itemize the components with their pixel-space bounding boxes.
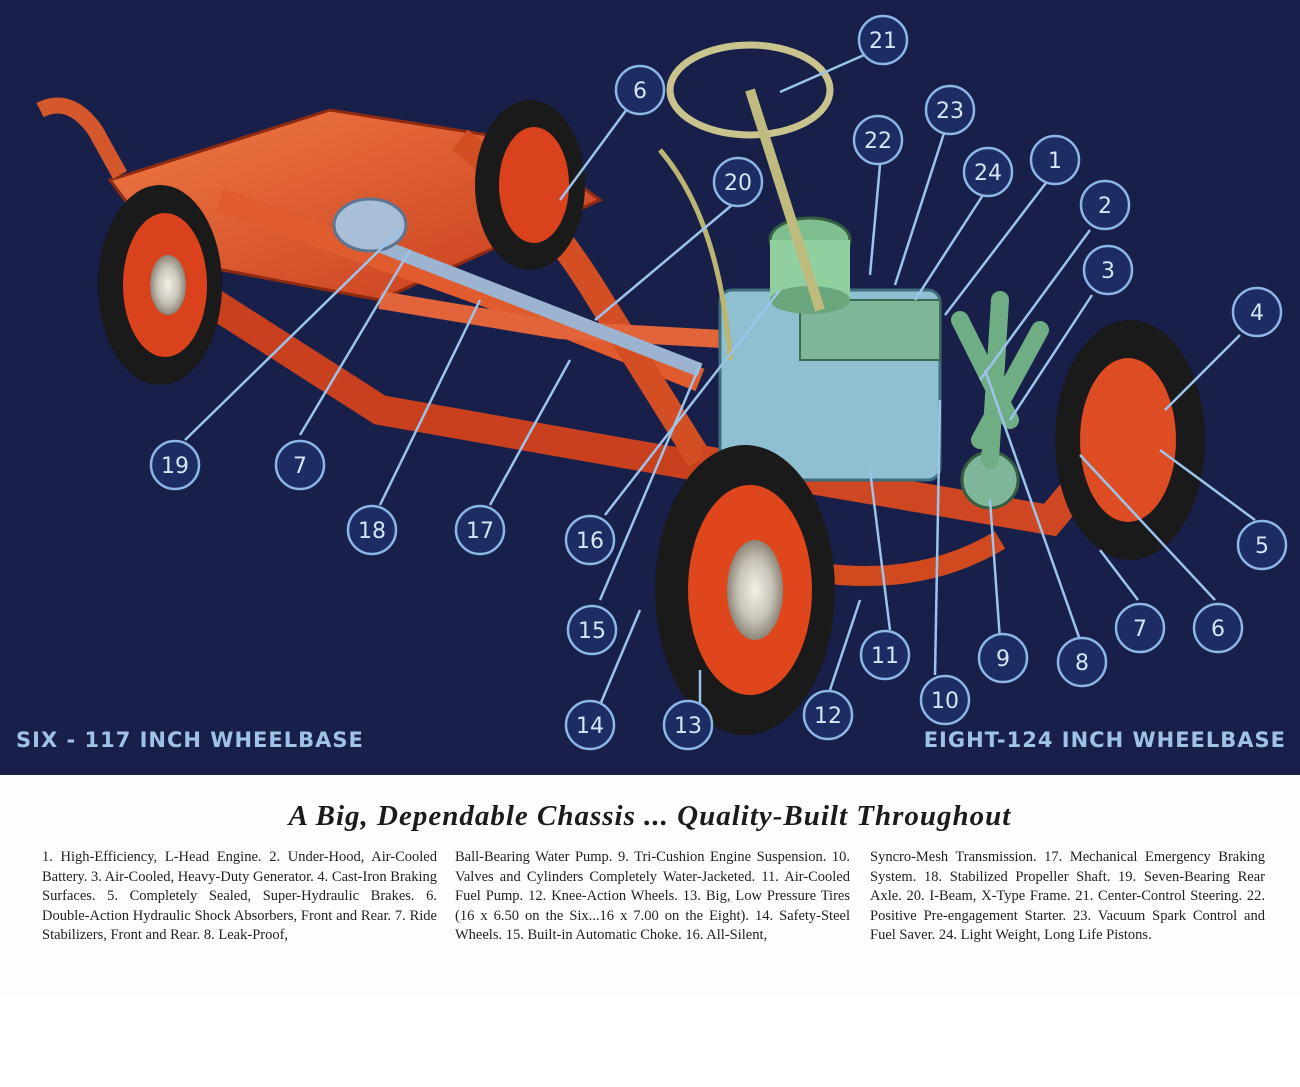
callout-21: 21 bbox=[857, 14, 909, 66]
svg-text:6: 6 bbox=[1211, 617, 1225, 642]
svg-text:5: 5 bbox=[1255, 534, 1269, 559]
callout-10: 10 bbox=[919, 674, 971, 726]
svg-text:8: 8 bbox=[1075, 651, 1089, 676]
caption-column-3: Syncro-Mesh Transmission. 17. Mechanical… bbox=[870, 849, 1265, 944]
callout-23: 23 bbox=[924, 84, 976, 136]
callout-5: 5 bbox=[1236, 519, 1288, 571]
callout-13: 13 bbox=[662, 699, 714, 751]
svg-text:18: 18 bbox=[358, 519, 386, 544]
callout-16: 16 bbox=[564, 514, 616, 566]
callout-19: 19 bbox=[149, 439, 201, 491]
svg-text:17: 17 bbox=[466, 519, 494, 544]
svg-text:10: 10 bbox=[931, 689, 959, 714]
svg-text:9: 9 bbox=[996, 647, 1010, 672]
svg-text:7: 7 bbox=[1133, 617, 1147, 642]
rear-axle-housing bbox=[332, 197, 408, 253]
callout-7: 7 bbox=[274, 439, 326, 491]
callout-24: 24 bbox=[962, 146, 1014, 198]
steering bbox=[658, 41, 834, 361]
rear-right-wheel bbox=[475, 100, 585, 270]
svg-text:20: 20 bbox=[724, 171, 752, 196]
wheelbase-eight-label: EIGHT-124 INCH WHEELBASE bbox=[923, 728, 1286, 752]
caption-headline: A Big, Dependable Chassis ... Quality-Bu… bbox=[288, 800, 1012, 832]
callout-3: 3 bbox=[1082, 244, 1134, 296]
svg-text:12: 12 bbox=[814, 704, 842, 729]
callout-22: 22 bbox=[852, 114, 904, 166]
callout-6: 6 bbox=[614, 64, 666, 116]
svg-text:11: 11 bbox=[871, 644, 899, 669]
callout-12: 12 bbox=[802, 689, 854, 741]
svg-text:3: 3 bbox=[1101, 259, 1115, 284]
svg-text:15: 15 bbox=[578, 619, 606, 644]
callout-11: 11 bbox=[859, 629, 911, 681]
callout-20: 20 bbox=[712, 156, 764, 208]
callout-2: 2 bbox=[1079, 179, 1131, 231]
callout-9: 9 bbox=[977, 632, 1029, 684]
svg-text:1: 1 bbox=[1048, 149, 1062, 174]
wheelbase-six-label: SIX - 117 INCH WHEELBASE bbox=[16, 728, 364, 752]
svg-text:21: 21 bbox=[869, 29, 897, 54]
svg-text:4: 4 bbox=[1250, 301, 1264, 326]
caption-column-1: 1. High-Efficiency, L-Head Engine. 2. Un… bbox=[42, 849, 438, 944]
propeller-shaft bbox=[337, 223, 703, 377]
svg-text:22: 22 bbox=[864, 129, 892, 154]
callout-7: 7 bbox=[1114, 602, 1166, 654]
caption-panel bbox=[0, 775, 1300, 997]
engine bbox=[718, 216, 1049, 510]
front-right-wheel bbox=[1055, 320, 1205, 560]
caption-column-2: Ball-Bearing Water Pump. 9. Tri-Cushion … bbox=[455, 849, 850, 944]
rear-left-wheel bbox=[98, 185, 222, 385]
callout-8: 8 bbox=[1056, 636, 1108, 688]
callout-18: 18 bbox=[346, 504, 398, 556]
chassis-drawing: 6212322241202341971817161514131211109876… bbox=[36, 14, 1288, 751]
svg-text:19: 19 bbox=[161, 454, 189, 479]
svg-text:14: 14 bbox=[576, 714, 604, 739]
callout-1: 1 bbox=[1029, 134, 1081, 186]
svg-text:13: 13 bbox=[674, 714, 702, 739]
leader-lines bbox=[184, 46, 1256, 706]
callout-4: 4 bbox=[1231, 286, 1283, 338]
svg-text:23: 23 bbox=[936, 99, 964, 124]
callout-15: 15 bbox=[566, 604, 618, 656]
footer-strip bbox=[0, 997, 1300, 1087]
callout-17: 17 bbox=[454, 504, 506, 556]
front-left-wheel bbox=[655, 445, 835, 735]
svg-text:6: 6 bbox=[633, 79, 647, 104]
callout-6: 6 bbox=[1192, 602, 1244, 654]
svg-text:2: 2 bbox=[1098, 194, 1112, 219]
svg-text:24: 24 bbox=[974, 161, 1002, 186]
svg-text:16: 16 bbox=[576, 529, 604, 554]
callout-14: 14 bbox=[564, 699, 616, 751]
svg-text:7: 7 bbox=[293, 454, 307, 479]
